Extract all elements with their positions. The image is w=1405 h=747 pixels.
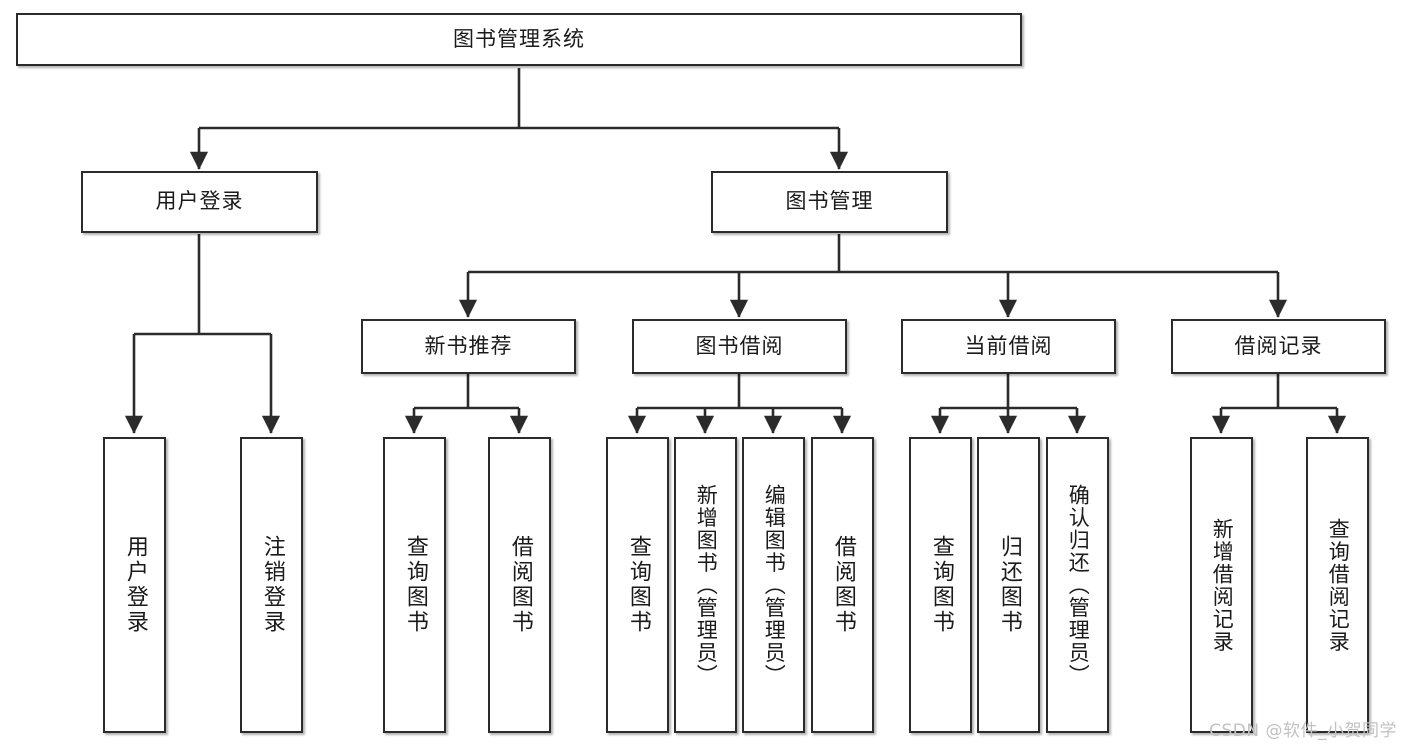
leaf-query-borrow-record-label: 查询借阅记录 [1326, 517, 1351, 653]
leaf-new-book-borrow[interactable]: 借阅图书 [488, 437, 551, 733]
leaf-new-book-query[interactable]: 查询图书 [383, 437, 446, 733]
leaf-add-book-admin-label: 新增图书（管理员） [694, 483, 719, 687]
leaf-edit-book-admin-label: 编辑图书（管理员） [762, 483, 787, 687]
leaf-borrow-query-book-label: 查询图书 [625, 535, 651, 635]
leaf-confirm-return-admin-label: 确认归还（管理员） [1066, 483, 1091, 687]
node-book-borrow[interactable]: 图书借阅 [632, 319, 847, 374]
leaf-confirm-return-admin[interactable]: 确认归还（管理员） [1046, 437, 1109, 733]
leaf-borrow-book-label: 借阅图书 [830, 535, 856, 635]
leaf-borrow-book[interactable]: 借阅图书 [811, 437, 874, 733]
leaf-edit-book-admin[interactable]: 编辑图书（管理员） [742, 437, 805, 733]
node-new-book-recommend[interactable]: 新书推荐 [361, 319, 576, 374]
leaf-add-borrow-record-label: 新增借阅记录 [1210, 517, 1235, 653]
leaf-current-query-book[interactable]: 查询图书 [909, 437, 972, 733]
node-book-management-label: 图书管理 [785, 189, 874, 214]
leaf-new-book-borrow-label: 借阅图书 [507, 535, 533, 635]
leaf-user-login[interactable]: 用户登录 [103, 437, 166, 733]
node-book-borrow-label: 图书借阅 [695, 333, 784, 358]
leaf-add-borrow-record[interactable]: 新增借阅记录 [1190, 437, 1253, 733]
node-user-login[interactable]: 用户登录 [81, 171, 318, 233]
leaf-logout[interactable]: 注销登录 [240, 437, 303, 733]
leaf-return-book[interactable]: 归还图书 [977, 437, 1040, 733]
node-borrow-record[interactable]: 借阅记录 [1171, 319, 1386, 374]
node-new-book-recommend-label: 新书推荐 [424, 333, 513, 358]
node-book-management[interactable]: 图书管理 [711, 171, 948, 233]
node-user-login-label: 用户登录 [155, 189, 244, 214]
node-borrow-record-label: 借阅记录 [1234, 333, 1323, 358]
leaf-current-query-book-label: 查询图书 [928, 535, 954, 635]
leaf-logout-label: 注销登录 [259, 535, 285, 635]
node-current-borrow-label: 当前借阅 [964, 333, 1053, 358]
leaf-return-book-label: 归还图书 [996, 535, 1022, 635]
leaf-add-book-admin[interactable]: 新增图书（管理员） [674, 437, 737, 733]
node-current-borrow[interactable]: 当前借阅 [901, 319, 1116, 374]
node-root[interactable]: 图书管理系统 [16, 13, 1022, 66]
node-root-label: 图书管理系统 [453, 26, 585, 51]
leaf-user-login-label: 用户登录 [122, 535, 148, 635]
leaf-new-book-query-label: 查询图书 [402, 535, 428, 635]
leaf-query-borrow-record[interactable]: 查询借阅记录 [1306, 437, 1369, 733]
leaf-borrow-query-book[interactable]: 查询图书 [606, 437, 669, 733]
